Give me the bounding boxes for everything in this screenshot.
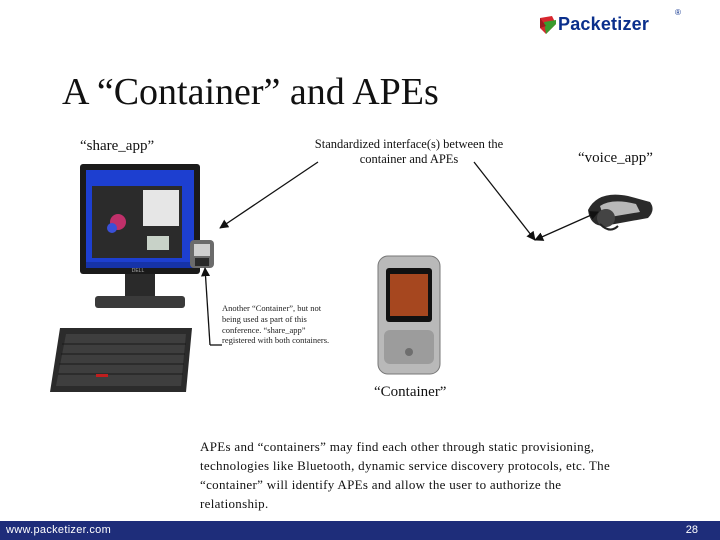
share-app-label: “share_app” [80,138,155,154]
voice-app-label: “voice_app” [578,150,653,166]
page-number: 28 [685,524,698,536]
headset-icon [588,194,653,231]
keyboard-icon [50,328,192,392]
description-text: APEs and “containers” may find each othe… [200,439,611,511]
arrow-container-voice [534,211,599,241]
logo-text: Packetizer [558,14,650,34]
svg-text:DELL: DELL [132,268,145,274]
arrow-to-container [473,161,536,241]
note-connector-line [200,267,211,346]
footer-bar: www.packetizer.com 28 [0,521,720,540]
footer-url: www.packetizer.com [6,524,112,536]
registered-mark: ® [675,8,681,17]
annotation-note: Another “Container”, but not being used … [222,303,330,346]
cellphone-icon [377,255,441,375]
arrow-to-share-app [219,161,319,229]
monitor-icon: DELL [80,164,200,308]
packetizer-mark-icon [540,16,556,34]
slide-title: A “Container” and APEs [62,71,439,113]
container-label: “Container” [374,384,447,400]
packetizer-logo: Packetizer ® [538,8,708,42]
interface-label: Standardized interface(s) between the co… [314,137,504,166]
desk-phone-icon [190,240,214,268]
